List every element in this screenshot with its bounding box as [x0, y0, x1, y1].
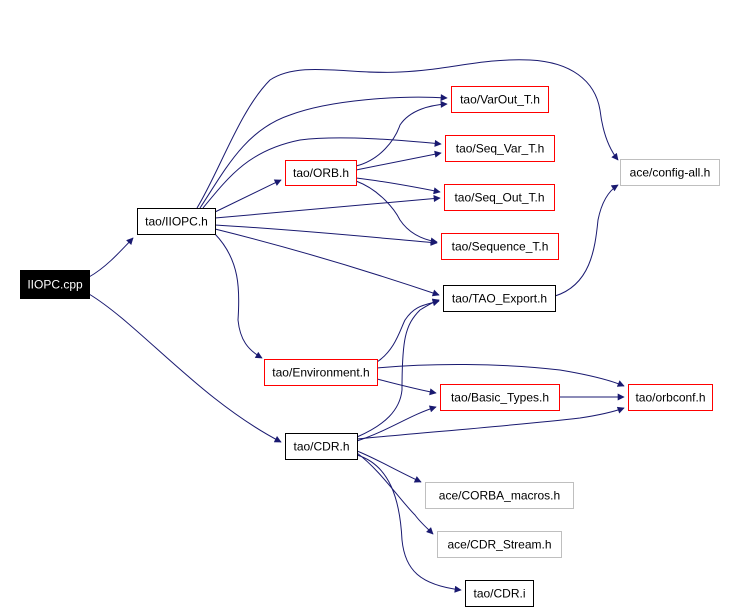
- node-box: [628, 384, 713, 411]
- nodes-layer: IIOPC.cpp tao/IIOPC.h tao/ORB.h tao/VarOut_…: [20, 86, 720, 607]
- edge-cdr-h-to-orbconf-h: [356, 406, 625, 440]
- node-box: [285, 160, 357, 186]
- edge-iiopc-h-to-tao-export-h: [214, 228, 440, 297]
- node-label: ace/CDR_Stream.h: [447, 538, 551, 552]
- node-box: [443, 285, 556, 312]
- node-box: [444, 184, 555, 211]
- node-cdr-h[interactable]: tao/CDR.h: [285, 433, 358, 460]
- edge-iiopc-h-to-varout-t-h: [199, 94, 448, 209]
- node-box: [20, 270, 90, 299]
- edge-orb-h-to-seq-var-t-h: [355, 150, 442, 171]
- node-box: [285, 433, 358, 460]
- node-label: tao/CDR.h: [293, 440, 349, 454]
- node-box: [264, 359, 378, 386]
- node-label: IIOPC.cpp: [27, 278, 83, 292]
- node-label: tao/Seq_Var_T.h: [456, 142, 545, 156]
- edge-orb-h-to-seq-out-t-h: [355, 177, 441, 195]
- node-cdr-stream-h[interactable]: ace/CDR_Stream.h: [437, 531, 562, 558]
- edge-orb-h-to-varout-t-h: [355, 100, 448, 167]
- node-box: [137, 208, 216, 235]
- node-label: tao/Basic_Types.h: [451, 391, 549, 405]
- edge-cdr-h-to-corba-macros-h: [356, 450, 422, 483]
- node-box: [425, 482, 574, 509]
- node-label: tao/IIOPC.h: [145, 215, 208, 229]
- node-box: [451, 86, 549, 113]
- node-varout-t-h[interactable]: tao/VarOut_T.h: [451, 86, 549, 113]
- edge-cdr-h-to-cdr-stream-h: [356, 452, 434, 535]
- node-label: tao/Seq_Out_T.h: [454, 191, 544, 205]
- edge-iiopc-h-to-orb-h: [214, 179, 282, 213]
- node-box: [465, 580, 534, 607]
- node-basic-types-h[interactable]: tao/Basic_Types.h: [440, 384, 560, 411]
- edge-iiopc-cpp-to-iiopc-h: [88, 237, 134, 278]
- node-orb-h[interactable]: tao/ORB.h: [285, 160, 357, 186]
- node-iiopc-h[interactable]: tao/IIOPC.h: [137, 208, 216, 235]
- edge-environment-h-to-basic-types-h: [376, 378, 437, 396]
- node-sequence-t-h[interactable]: tao/Sequence_T.h: [441, 233, 559, 260]
- node-box: [620, 159, 720, 186]
- node-label: tao/Sequence_T.h: [452, 240, 549, 254]
- node-iiopc-cpp[interactable]: IIOPC.cpp: [20, 270, 90, 299]
- node-label: tao/TAO_Export.h: [452, 292, 547, 306]
- node-orbconf-h[interactable]: tao/orbconf.h: [628, 384, 713, 411]
- node-label: tao/CDR.i: [473, 587, 525, 601]
- node-seq-out-t-h[interactable]: tao/Seq_Out_T.h: [444, 184, 555, 211]
- node-label: tao/VarOut_T.h: [460, 93, 540, 107]
- edge-iiopc-cpp-to-cdr-h: [88, 293, 282, 443]
- node-label: tao/Environment.h: [272, 366, 369, 380]
- node-label: tao/orbconf.h: [635, 391, 705, 405]
- edge-environment-h-to-tao-export-h: [376, 299, 440, 363]
- edge-iiopc-h-to-seq-var-t-h: [202, 137, 442, 209]
- node-label: ace/config-all.h: [630, 166, 711, 180]
- edge-iiopc-h-to-environment-h: [214, 233, 263, 359]
- node-label: tao/ORB.h: [293, 166, 349, 180]
- node-label: ace/CORBA_macros.h: [439, 489, 560, 503]
- edge-cdr-h-to-basic-types-h: [356, 405, 437, 442]
- edge-cdr-h-to-tao-export-h: [356, 298, 440, 438]
- edge-iiopc-h-to-config-all-h: [196, 59, 619, 209]
- node-box: [441, 233, 559, 260]
- node-box: [440, 384, 560, 411]
- edge-cdr-h-to-cdr-i: [356, 454, 462, 593]
- node-cdr-i[interactable]: tao/CDR.i: [465, 580, 534, 607]
- node-corba-macros-h[interactable]: ace/CORBA_macros.h: [425, 482, 574, 509]
- node-box: [445, 135, 555, 162]
- edge-orb-h-to-sequence-t-h: [355, 180, 438, 245]
- node-seq-var-t-h[interactable]: tao/Seq_Var_T.h: [445, 135, 555, 162]
- node-tao-export-h[interactable]: tao/TAO_Export.h: [443, 285, 556, 312]
- edge-tao-export-h-to-config-all-h: [554, 184, 619, 297]
- node-box: [437, 531, 562, 558]
- edges-layer: [88, 59, 625, 593]
- node-environment-h[interactable]: tao/Environment.h: [264, 359, 378, 386]
- node-config-all-h[interactable]: ace/config-all.h: [620, 159, 720, 186]
- edge-environment-h-to-orbconf-h: [376, 363, 625, 387]
- edge-iiopc-h-to-sequence-t-h: [214, 224, 438, 246]
- edge-iiopc-h-to-seq-out-t-h: [214, 195, 441, 219]
